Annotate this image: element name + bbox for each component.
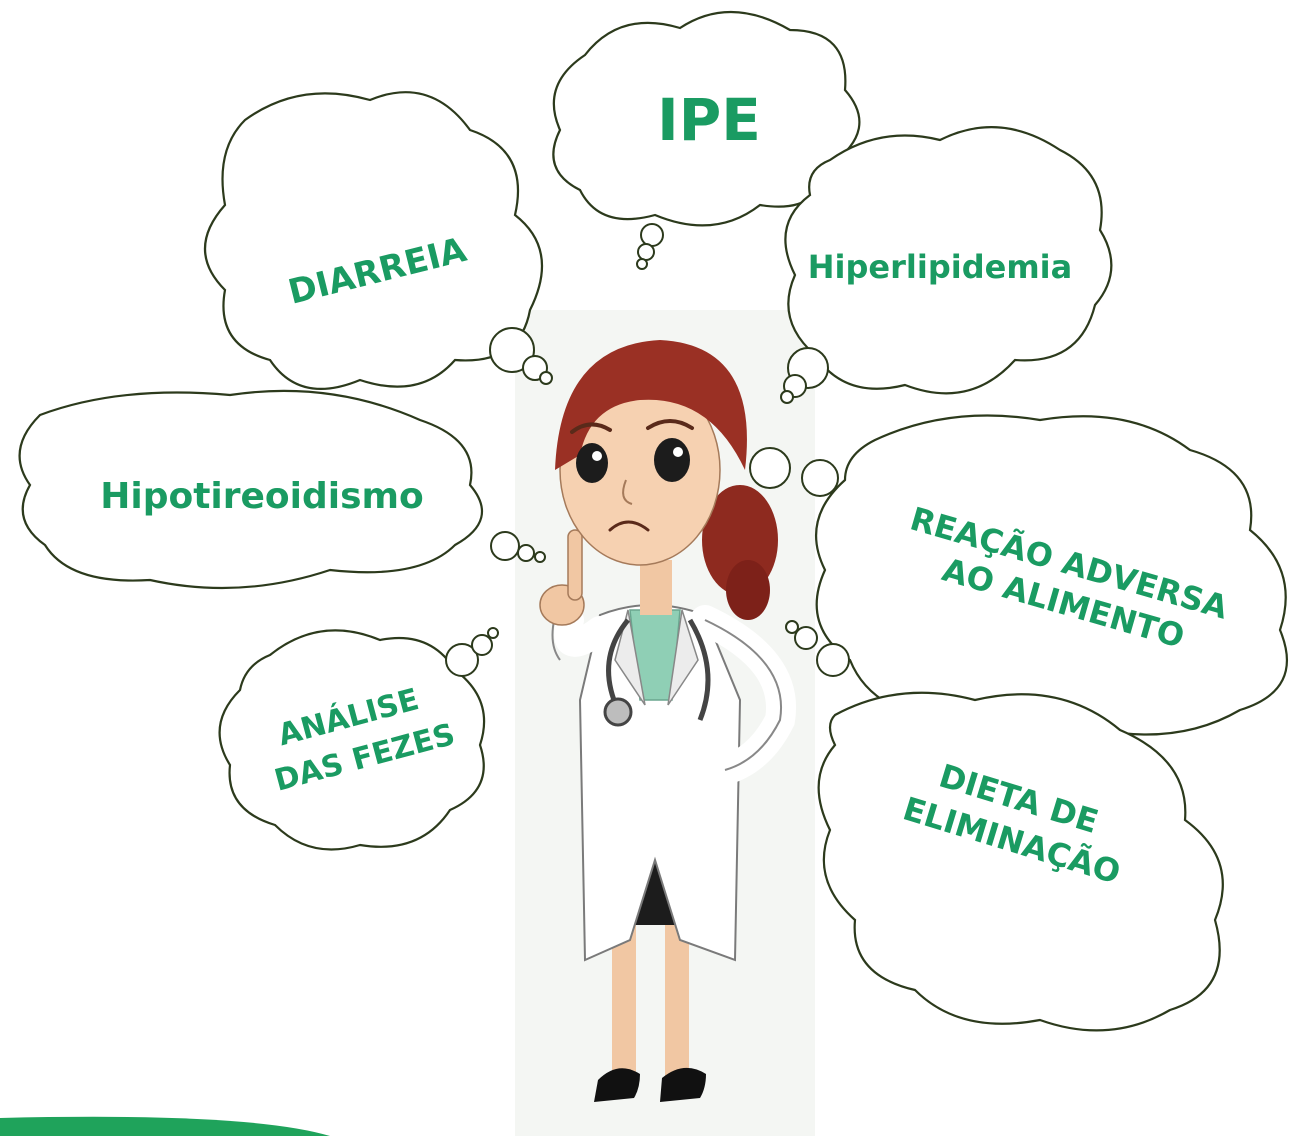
thought-cloud-dieta: DIETA DE ELIMINAÇÃO	[785, 620, 1224, 1032]
thought-cloud-reacao: REAÇÃO ADVERSA AO ALIMENTO	[749, 414, 1289, 740]
thought-text-hipotireoidismo: Hipotireoidismo	[100, 476, 424, 517]
thought-cloud-ipe: IPE	[552, 10, 861, 270]
thought-text-hiperlipidemia: Hiperlipidemia	[808, 248, 1072, 286]
thought-cloud-hipotireoidismo: Hipotireoidismo	[18, 389, 546, 590]
thought-cloud-hiperlipidemia: Hiperlipidemia	[780, 126, 1113, 404]
thought-text-ipe: IPE	[657, 86, 761, 154]
thought-cloud-analise: ANÁLISE DAS FEZES	[218, 627, 499, 851]
green-accent-bar	[0, 1116, 330, 1136]
thought-cloud-diarreia: DIARREIA	[204, 91, 553, 391]
doctor-figure	[539, 340, 796, 1102]
